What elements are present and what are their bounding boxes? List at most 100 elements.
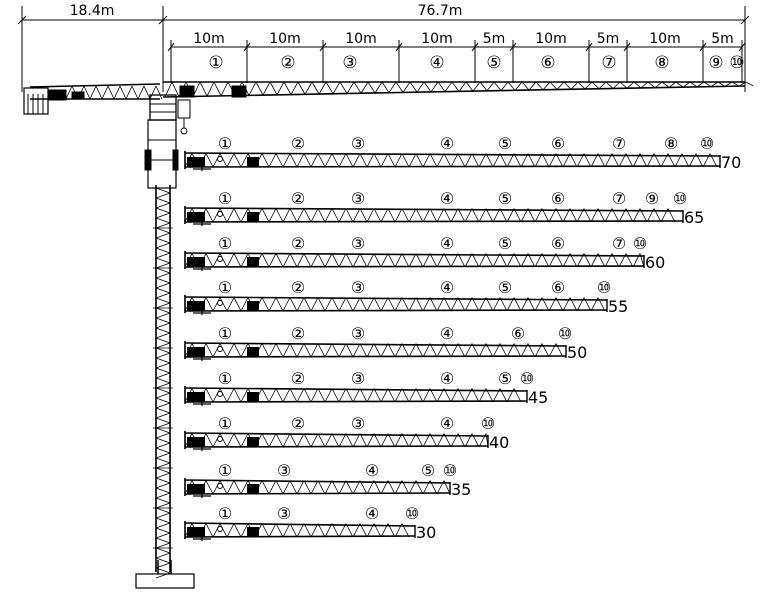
config-section-label: ③: [351, 134, 365, 153]
config-section-label: ④: [440, 414, 454, 433]
config-section-label: ③: [351, 369, 365, 388]
config-section-label: ⑩: [633, 234, 647, 253]
main-jib-section-label: ②: [280, 53, 295, 73]
main-jib-section-label: ⑥: [540, 53, 555, 73]
config-section-label: ①: [218, 461, 232, 480]
config-section-label: ③: [277, 504, 291, 523]
main-jib-section-label: ⑤: [486, 53, 501, 73]
config-section-label: ③: [351, 278, 365, 297]
config-section-label: ⑤: [421, 461, 435, 480]
segment-length-label: 5m: [483, 31, 506, 47]
operator-cab: [177, 99, 191, 119]
config-length-label: 35: [451, 480, 471, 499]
config-section-label: ⑤: [498, 278, 512, 297]
main-jib-section-label: ④: [429, 53, 444, 73]
config-section-label: ②: [291, 234, 305, 253]
config-jib-truss: [184, 206, 684, 226]
config-section-label: ⑩: [558, 324, 572, 343]
dimension-lines: [17, 6, 750, 92]
config-section-label: ①: [218, 234, 232, 253]
config-section-label: ②: [291, 134, 305, 153]
config-section-label: ①: [218, 189, 232, 208]
slewing-unit: [149, 94, 177, 121]
config-section-label: ⑥: [551, 134, 565, 153]
segment-length-label: 10m: [421, 31, 452, 47]
main-jib-section-label: ①: [208, 53, 223, 73]
config-section-label: ⑤: [498, 134, 512, 153]
config-section-label: ⑩: [597, 278, 611, 297]
config-section-label: ⑥: [551, 189, 565, 208]
segment-length-label: 10m: [269, 31, 300, 47]
hoist-winch: [47, 89, 67, 101]
config-section-label: ⑩: [405, 504, 419, 523]
config-section-label: ③: [277, 461, 291, 480]
config-section-label: ⑥: [511, 324, 525, 343]
config-section-label: ②: [291, 324, 305, 343]
config-length-label: 30: [416, 523, 436, 542]
config-section-label: ⑥: [551, 234, 565, 253]
config-jib-truss: [184, 251, 645, 271]
config-section-label: ⑩: [443, 461, 457, 480]
config-section-label: ⑩: [673, 189, 687, 208]
config-length-label: 45: [528, 388, 548, 407]
counter-jib: [23, 83, 163, 115]
config-section-label: ①: [218, 504, 232, 523]
config-section-label: ④: [440, 369, 454, 388]
climbing-frame: [147, 119, 177, 189]
config-section-label: ①: [218, 278, 232, 297]
config-jib-truss: [184, 341, 567, 361]
config-length-label: 55: [608, 297, 628, 316]
config-section-label: ⑨: [645, 189, 659, 208]
config-section-label: ④: [440, 234, 454, 253]
config-length-label: 50: [567, 343, 587, 362]
config-length-label: 40: [489, 433, 509, 452]
main-jib-section-label: ③: [342, 53, 357, 73]
config-section-label: ②: [291, 369, 305, 388]
config-section-label: ①: [218, 324, 232, 343]
config-section-label: ⑦: [612, 189, 626, 208]
config-section-label: ②: [291, 414, 305, 433]
segment-length-label: 10m: [345, 31, 376, 47]
segment-length-label: 5m: [711, 31, 734, 47]
config-length-label: 60: [645, 253, 665, 272]
main-jib-section-label: ⑧: [654, 53, 669, 73]
config-section-label: ⑦: [612, 234, 626, 253]
config-section-label: ⑧: [664, 134, 678, 153]
main-jib-section-label: ⑩: [729, 53, 744, 73]
segment-length-label: 10m: [649, 31, 680, 47]
counterweight: [23, 87, 49, 115]
config-length-label: 65: [684, 208, 704, 227]
config-section-label: ③: [351, 234, 365, 253]
config-section-label: ③: [351, 324, 365, 343]
config-section-label: ③: [351, 189, 365, 208]
config-section-label: ④: [440, 324, 454, 343]
config-section-label: ③: [351, 414, 365, 433]
config-section-label: ④: [440, 278, 454, 297]
config-section-label: ⑦: [612, 134, 626, 153]
config-jib-truss: [184, 386, 528, 406]
config-jib-truss: [184, 151, 721, 171]
segment-length-label: 10m: [193, 31, 224, 47]
config-jib-truss: [184, 295, 608, 315]
config-section-label: ②: [291, 278, 305, 297]
counter-jib-dimension: 18.4m: [70, 3, 115, 19]
config-section-label: ④: [440, 189, 454, 208]
main-jib-section-label: ⑨: [708, 53, 723, 73]
config-section-label: ①: [218, 369, 232, 388]
main-jib-section-label: ⑦: [601, 53, 616, 73]
config-section-label: ④: [440, 134, 454, 153]
tower-base: [135, 573, 195, 589]
config-section-label: ⑥: [551, 278, 565, 297]
config-jib-truss: [184, 478, 451, 498]
